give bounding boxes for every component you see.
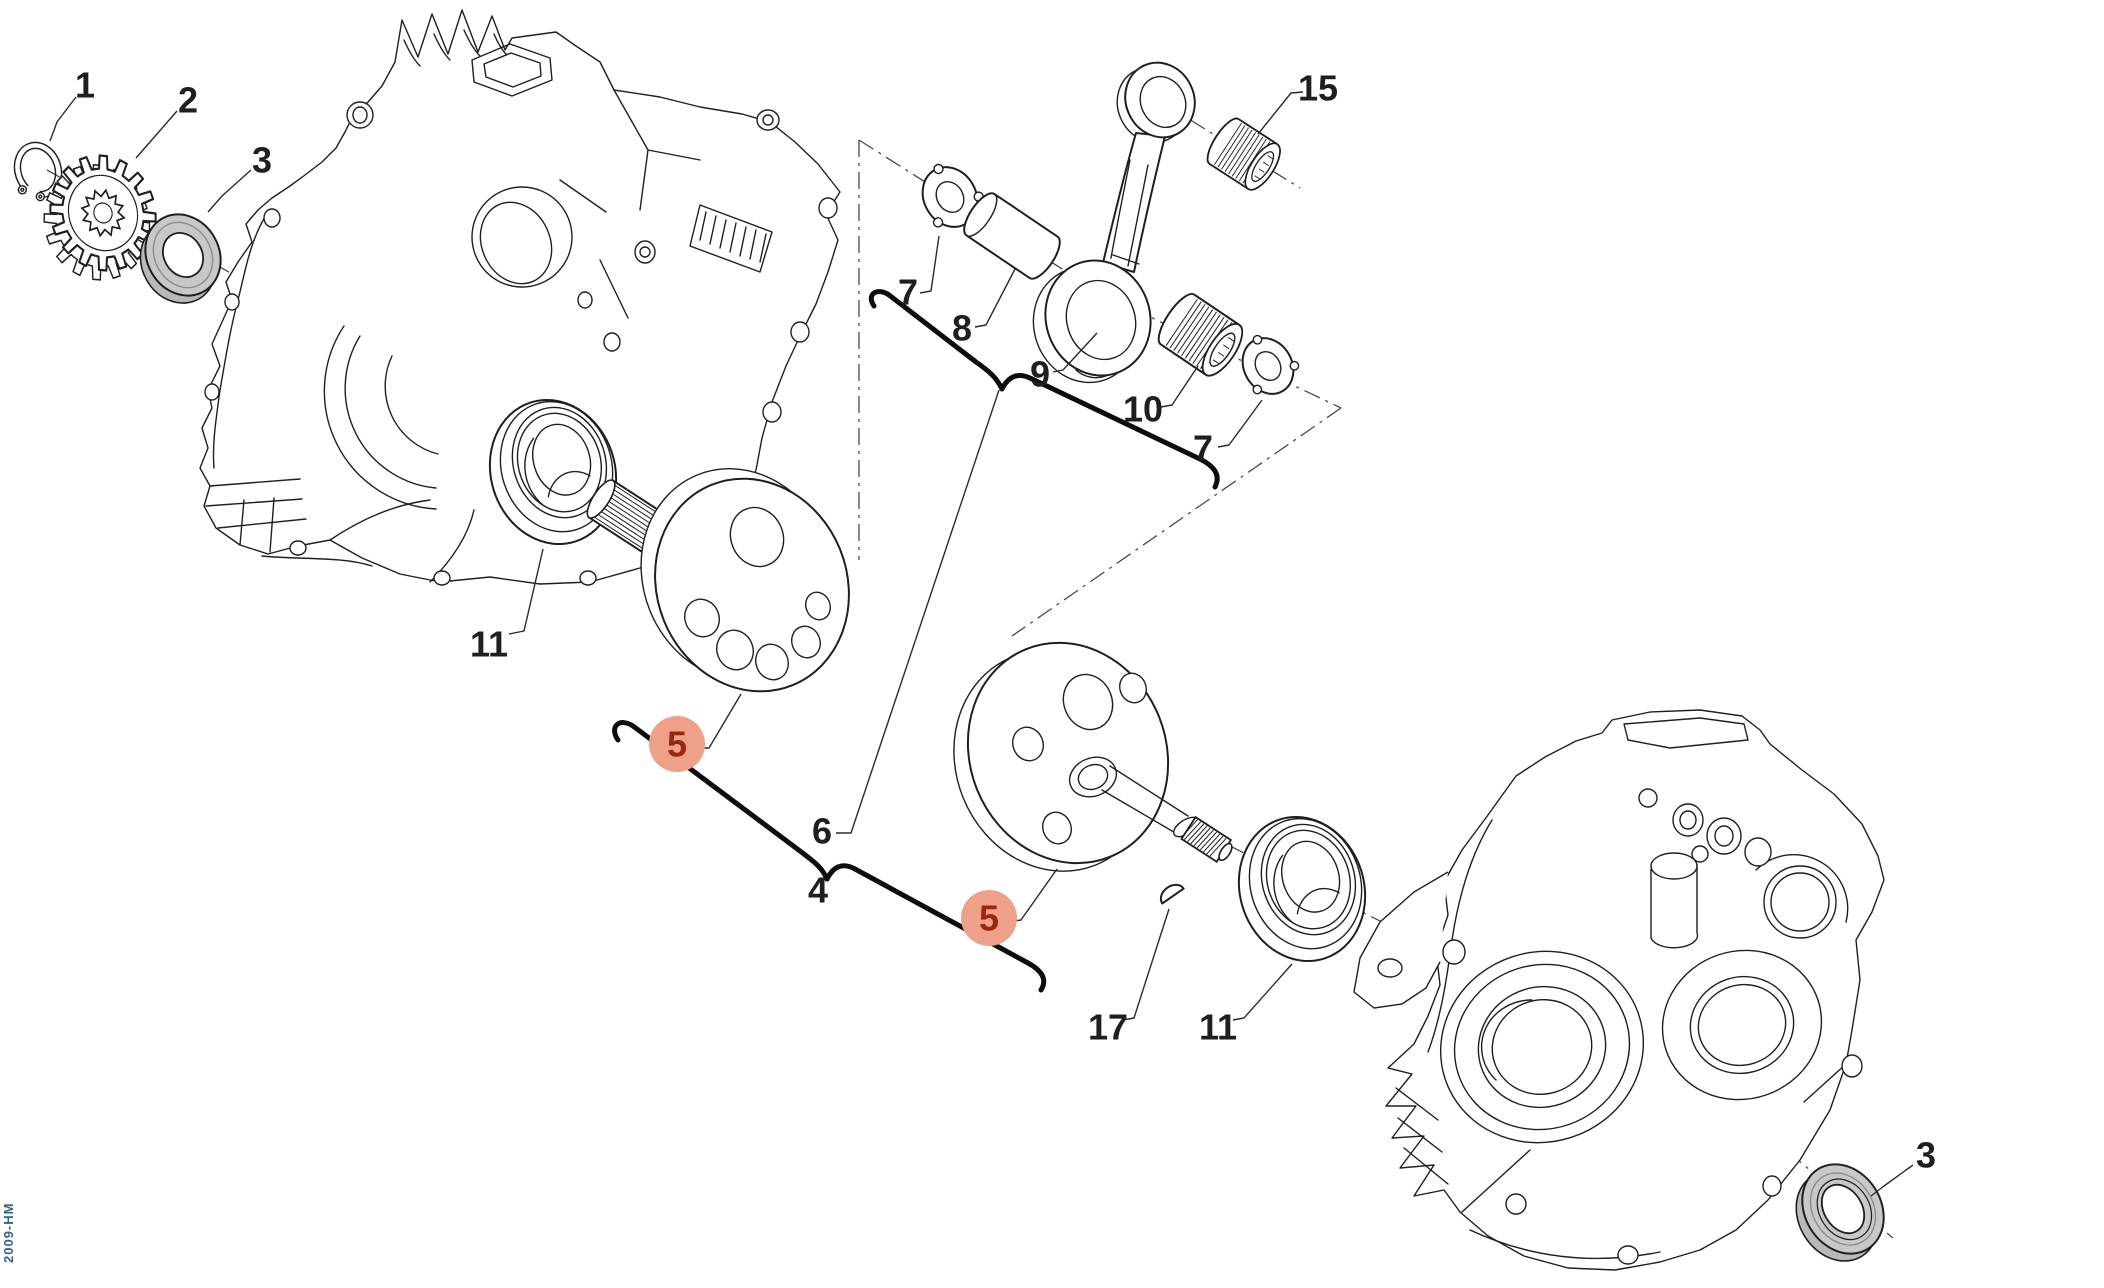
bracket-crankshaft-4 — [612, 720, 1047, 993]
callout-leader-line — [508, 548, 544, 635]
callout-leader-line — [836, 389, 1000, 834]
callout-7-11: 7 — [1193, 399, 1263, 469]
part-number-label: 7 — [1193, 428, 1213, 469]
boundary-diagonal — [1011, 407, 1342, 637]
callout-5-4: 5 — [649, 693, 742, 772]
oil-seal-3-right — [1795, 1163, 1885, 1262]
primary-gear-2 — [43, 154, 157, 281]
thrust-washer-7-rear — [1241, 334, 1300, 395]
part-number-label: 11 — [470, 624, 508, 665]
callout-leader-line — [1160, 365, 1199, 408]
callout-leader-line — [919, 235, 940, 294]
callout-15-12: 15 — [1257, 68, 1338, 135]
part-number-label: 10 — [1123, 389, 1163, 430]
callout-6-5: 6 — [812, 389, 1000, 852]
part-number-label: 15 — [1298, 68, 1338, 109]
callout-leader-line — [207, 169, 252, 213]
part-number-label: 5 — [979, 898, 999, 939]
callout-3-16: 3 — [1870, 1135, 1936, 1197]
part-number-label: 1 — [75, 65, 95, 106]
callout-leader-line — [1870, 1164, 1914, 1197]
part-number-label: 7 — [898, 272, 918, 313]
part-number-label: 17 — [1088, 1007, 1128, 1048]
callout-9-9: 9 — [1030, 332, 1098, 395]
thrust-washer-7-front — [921, 163, 984, 228]
part-number-label: 4 — [808, 870, 828, 911]
callout-leader-line — [974, 268, 1016, 328]
part-number-label: 3 — [252, 140, 272, 181]
part-number-label: 9 — [1030, 354, 1050, 395]
callout-leader-line — [1052, 332, 1098, 373]
small-end-bearing-15 — [1206, 117, 1281, 191]
crank-half-5-right — [953, 641, 1233, 872]
connecting-rod-9 — [1032, 61, 1196, 384]
oil-seal-3-left — [139, 213, 222, 304]
part-number-label: 3 — [1916, 1135, 1936, 1176]
circlip-1 — [13, 141, 63, 204]
part-number-label: 8 — [952, 308, 972, 349]
crank-half-5-left — [586, 468, 850, 693]
callout-10-10: 10 — [1123, 365, 1199, 430]
callout-17-14: 17 — [1088, 908, 1170, 1048]
callout-5-13: 5 — [961, 868, 1058, 946]
highlight-circle — [649, 716, 705, 772]
callout-2-1: 2 — [135, 80, 198, 159]
callout-leader-line — [49, 96, 77, 142]
part-number-label: 11 — [1199, 1007, 1237, 1048]
crankcase-right — [1353, 709, 1885, 1271]
callout-7-7: 7 — [898, 235, 940, 313]
callout-3-2: 3 — [207, 140, 272, 213]
bracket-conrod-kit-6 — [868, 289, 1220, 490]
part-number-label: 2 — [178, 80, 198, 121]
watermark-code: 2009-HM — [1, 1203, 16, 1263]
callout-4-6: 4 — [808, 870, 828, 911]
callout-11-15: 11 — [1199, 963, 1293, 1048]
callout-leader-line — [135, 110, 178, 159]
part-number-label: 5 — [667, 724, 687, 765]
woodruff-key-17 — [1159, 883, 1185, 905]
callout-1-0: 1 — [49, 65, 95, 142]
crankcase-left — [199, 9, 841, 586]
callout-11-3: 11 — [470, 548, 544, 665]
callout-leader-line — [1257, 91, 1304, 135]
big-end-bearing-10 — [1157, 293, 1244, 377]
callout-leader-line — [1122, 908, 1170, 1021]
callout-leader-line — [1217, 399, 1263, 448]
part-number-label: 6 — [812, 811, 832, 852]
gear-spline-bore — [80, 188, 126, 238]
callout-leader-line — [1232, 963, 1293, 1021]
callout-8-8: 8 — [952, 268, 1016, 349]
crank-pin-8 — [963, 192, 1061, 280]
highlight-circle — [961, 890, 1017, 946]
